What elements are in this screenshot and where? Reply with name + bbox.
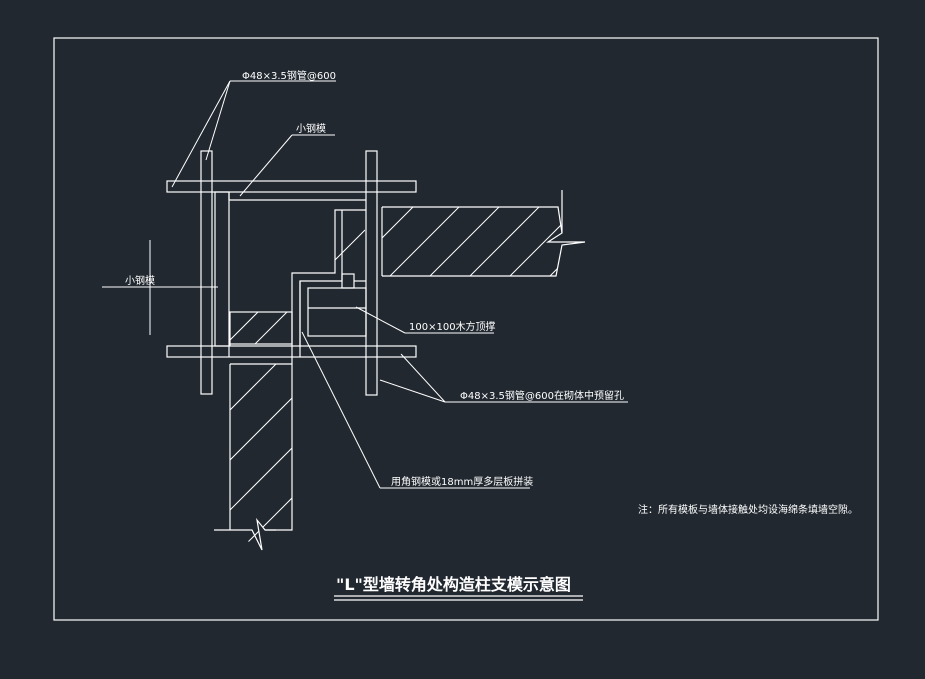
bottom-wall	[214, 363, 293, 551]
label-wood-square: 100×100木方顶撑	[409, 320, 496, 333]
right-wall	[381, 190, 586, 277]
note-text: 注：所有模板与墙体接触处均设海绵条填墙空隙。	[638, 503, 858, 516]
leader-wood-square	[355, 306, 494, 334]
formwork-assembly	[102, 80, 628, 601]
left-steel-form	[214, 191, 230, 347]
leader-pipe-bottom	[379, 353, 628, 403]
drawing-title: "L"型墙转角处构造柱支模示意图	[336, 575, 571, 594]
inner-corner-form	[229, 209, 367, 364]
drawing-frame	[53, 37, 879, 621]
label-small-steel-top: 小钢模	[296, 122, 326, 135]
leader-small-steel-top	[239, 134, 335, 197]
leader-small-steel-left	[102, 240, 218, 335]
label-steel-board: 用角钢模或18mm厚多层板拼装	[391, 475, 533, 488]
right-vertical-pipe	[365, 150, 378, 396]
label-small-steel-left: 小钢模	[125, 274, 155, 287]
leader-pipe-top	[171, 80, 336, 188]
left-vertical-pipe	[200, 150, 213, 395]
top-pipe	[166, 180, 417, 193]
label-pipe-top: Φ48×3.5钢管@600	[242, 69, 336, 82]
leader-steel-board	[301, 331, 530, 489]
label-pipe-bottom: Φ48×3.5钢管@600在砌体中预留孔	[460, 389, 624, 402]
